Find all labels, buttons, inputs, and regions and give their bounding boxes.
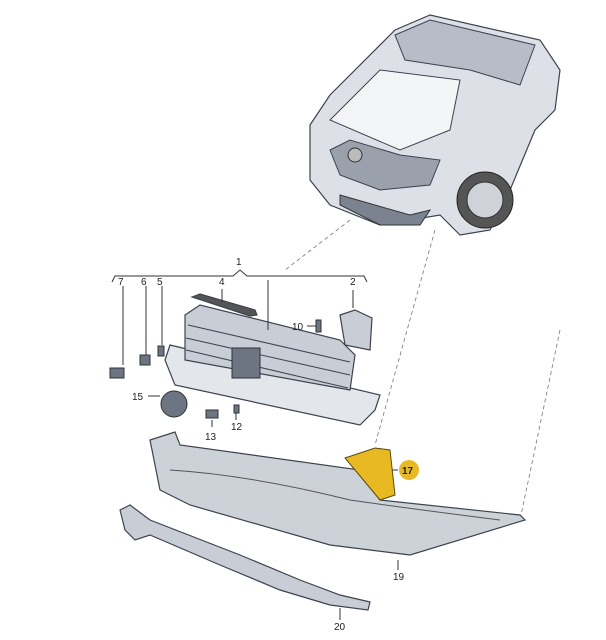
screw-12: [233, 404, 240, 414]
vehicle-illustration: [309, 14, 561, 236]
trim-strip-lower: [119, 504, 371, 611]
label-2: 2: [350, 277, 356, 288]
label-4: 4: [219, 277, 225, 288]
leader-line-grille: [284, 219, 351, 271]
air-vent-highlighted: [344, 447, 396, 501]
label-17: 17: [402, 466, 414, 477]
clip-7: [109, 367, 125, 379]
label-6: 6: [141, 277, 147, 288]
label-5: 5: [157, 277, 163, 288]
leader-line-vent: [374, 229, 436, 446]
label-15: 15: [132, 392, 144, 403]
vw-emblem: [160, 390, 188, 418]
label-20: 20: [334, 622, 346, 633]
radiator-grille: [164, 304, 381, 426]
bracket-part-2: [339, 309, 373, 351]
label-7: 7: [118, 277, 124, 288]
screw-5: [157, 345, 165, 357]
screw-10: [315, 319, 322, 333]
label-10: 10: [292, 322, 304, 333]
clip-6: [139, 354, 151, 366]
clip-13: [205, 409, 219, 419]
bumper-cover: [149, 431, 527, 556]
label-19: 19: [393, 572, 405, 583]
label-12: 12: [231, 422, 243, 433]
trim-strip: [190, 293, 258, 317]
label-1: 1: [236, 257, 242, 268]
group-bracket: [111, 269, 368, 283]
label-13: 13: [205, 432, 217, 443]
label-17-badge: [399, 460, 419, 480]
